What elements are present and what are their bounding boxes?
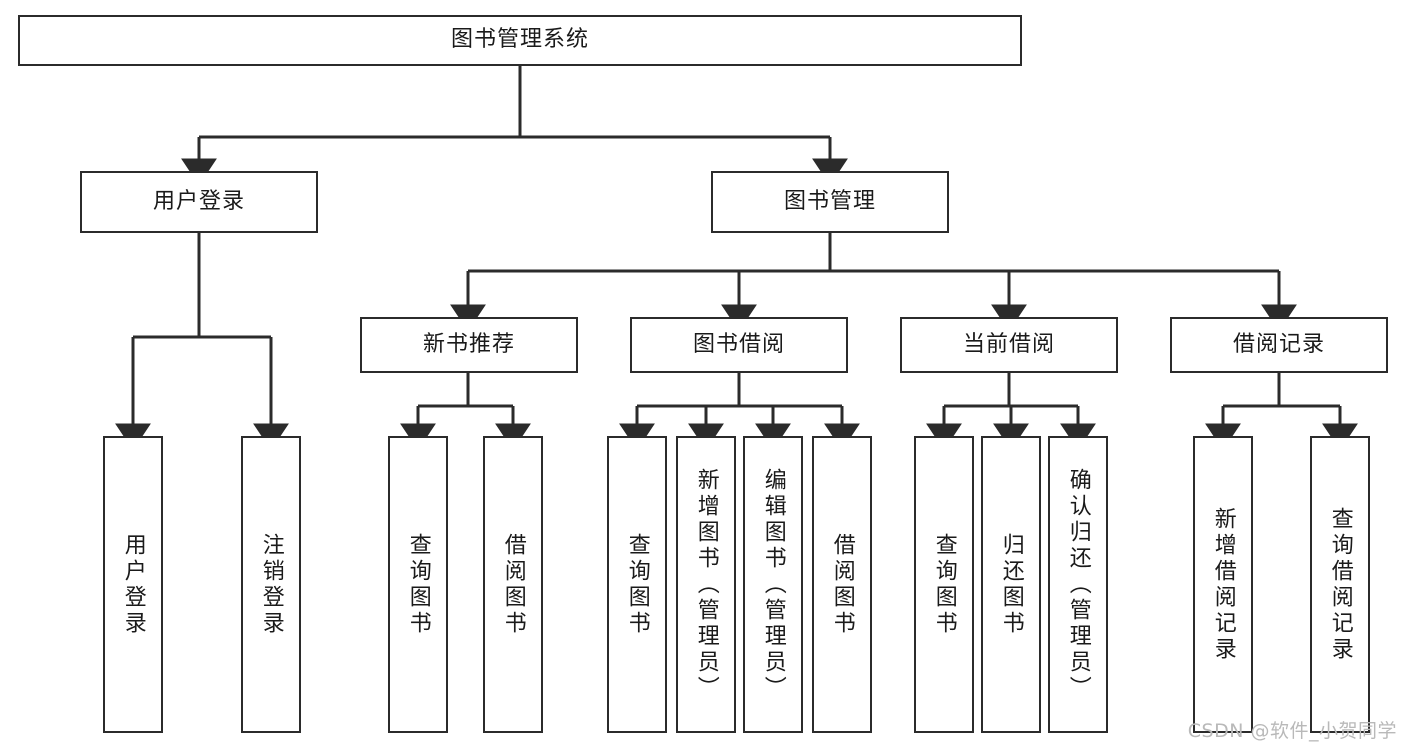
node-label: 查询借阅记录 [1327,506,1353,663]
leaf-query-record[interactable]: 查询借阅记录 [1310,436,1370,733]
node-label: 编辑图书（管理员） [760,467,786,702]
leaf-user-login[interactable]: 用户登录 [103,436,163,733]
csdn-watermark: CSDN @软件_小贺同学 [1187,720,1397,742]
node-label: 借阅图书 [500,532,526,637]
node-new-book-recommend[interactable]: 新书推荐 [360,317,578,373]
node-label: 用户登录 [152,188,245,214]
node-label: 借阅记录 [1232,331,1325,357]
node-book-manage[interactable]: 图书管理 [711,171,949,233]
node-current-borrow[interactable]: 当前借阅 [900,317,1118,373]
node-label: 当前借阅 [962,331,1055,357]
node-label: 查询图书 [405,532,431,637]
node-label: 确认归还（管理员） [1065,467,1091,702]
node-root-system[interactable]: 图书管理系统 [18,15,1022,66]
node-label: 新增借阅记录 [1210,506,1236,663]
leaf-borrow-book-2[interactable]: 借阅图书 [812,436,872,733]
node-label: 图书管理系统 [450,27,589,53]
leaf-logout-login[interactable]: 注销登录 [241,436,301,733]
node-label: 查询图书 [931,532,957,637]
node-label: 新增图书（管理员） [693,467,719,702]
node-user-login[interactable]: 用户登录 [80,171,318,233]
node-label: 图书管理 [783,188,876,214]
leaf-query-book-1[interactable]: 查询图书 [388,436,448,733]
node-label: 借阅图书 [829,532,855,637]
node-label: 新书推荐 [422,331,515,357]
leaf-borrow-book-1[interactable]: 借阅图书 [483,436,543,733]
node-label: 用户登录 [120,532,146,637]
node-borrow-record[interactable]: 借阅记录 [1170,317,1388,373]
leaf-confirm-return[interactable]: 确认归还（管理员） [1048,436,1108,733]
node-book-borrow[interactable]: 图书借阅 [630,317,848,373]
leaf-query-book-3[interactable]: 查询图书 [914,436,974,733]
leaf-add-book[interactable]: 新增图书（管理员） [676,436,736,733]
leaf-query-book-2[interactable]: 查询图书 [607,436,667,733]
leaf-add-record[interactable]: 新增借阅记录 [1193,436,1253,733]
node-label: 查询图书 [624,532,650,637]
leaf-return-book[interactable]: 归还图书 [981,436,1041,733]
leaf-edit-book[interactable]: 编辑图书（管理员） [743,436,803,733]
node-label: 图书借阅 [692,331,785,357]
node-label: 归还图书 [998,532,1024,637]
node-label: 注销登录 [258,532,284,637]
